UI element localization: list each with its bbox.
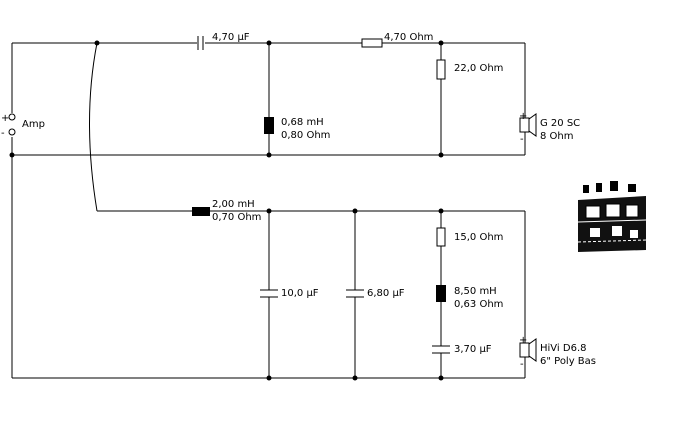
speaker-cabinet-thumbnail bbox=[577, 181, 647, 252]
woofer-minus-sign: - bbox=[520, 359, 524, 370]
tweeter-driver: + - G 20 SC 8 Ohm bbox=[519, 111, 580, 145]
resistor-22ohm-label: 22,0 Ohm bbox=[454, 63, 503, 74]
tweeter-plus-sign: + bbox=[519, 111, 527, 122]
woofer-speaker-icon bbox=[528, 338, 537, 362]
junction-dots bbox=[9, 40, 444, 381]
resistor-4-70ohm bbox=[361, 38, 383, 48]
junction-dot bbox=[266, 40, 272, 46]
junction-dot bbox=[94, 40, 100, 46]
junction-dot bbox=[266, 152, 272, 158]
inductor-8-50mH-value: 8,50 mH bbox=[454, 286, 497, 297]
capacitor-3-70uF-label: 3,70 µF bbox=[454, 344, 492, 355]
inductor-0-68mH-value: 0,68 mH bbox=[281, 117, 324, 128]
tweeter-speaker-icon bbox=[528, 113, 537, 137]
amp-input-terminals: + - Amp bbox=[1, 113, 45, 139]
capacitor-4-70uF-label: 4,70 µF bbox=[212, 32, 250, 43]
resistor-4-70ohm-label: 4,70 Ohm bbox=[384, 32, 433, 43]
input-terminal-plus bbox=[8, 113, 16, 121]
resistor-22ohm bbox=[436, 59, 446, 80]
amp-label: Amp bbox=[22, 119, 45, 130]
inductor-8-50mH bbox=[436, 285, 446, 302]
junction-dot bbox=[438, 152, 444, 158]
woofer-plus-sign: + bbox=[519, 335, 527, 346]
inductor-8-50mH-resistance: 0,63 Ohm bbox=[454, 299, 503, 310]
junction-dot bbox=[266, 208, 272, 214]
inductor-2-00mH bbox=[192, 207, 210, 216]
tweeter-impedance: 8 Ohm bbox=[540, 131, 574, 142]
capacitor-10uF bbox=[260, 289, 278, 298]
junction-dot bbox=[9, 152, 15, 158]
tweeter-name: G 20 SC bbox=[540, 118, 580, 129]
resistor-15ohm bbox=[436, 227, 446, 247]
capacitor-6-80uF bbox=[346, 289, 364, 298]
junction-dot bbox=[438, 208, 444, 214]
woofer-driver: + - HiVi D6.8 6" Poly Bas bbox=[519, 335, 596, 370]
capacitor-6-80uF-label: 6,80 µF bbox=[367, 288, 405, 299]
junction-dot bbox=[266, 375, 272, 381]
resistor-15ohm-label: 15,0 Ohm bbox=[454, 232, 503, 243]
junction-dot bbox=[438, 40, 444, 46]
input-terminal-minus bbox=[8, 128, 16, 136]
junction-dot bbox=[352, 375, 358, 381]
input-plus-sign: + bbox=[1, 113, 9, 124]
inductor-2-00mH-resistance: 0,70 Ohm bbox=[212, 212, 261, 223]
woofer-name: HiVi D6.8 bbox=[540, 343, 586, 354]
woofer-description: 6" Poly Bas bbox=[540, 356, 596, 367]
junction-dot bbox=[352, 208, 358, 214]
capacitor-4-70uF bbox=[197, 36, 204, 50]
inductor-0-68mH-resistance: 0,80 Ohm bbox=[281, 130, 330, 141]
junction-dot bbox=[438, 375, 444, 381]
inductor-0-68mH bbox=[264, 117, 274, 134]
capacitor-3-70uF bbox=[432, 345, 450, 354]
capacitor-10uF-label: 10,0 µF bbox=[281, 288, 319, 299]
input-minus-sign: - bbox=[1, 128, 5, 139]
inductor-2-00mH-value: 2,00 mH bbox=[212, 199, 255, 210]
tweeter-minus-sign: - bbox=[520, 134, 524, 145]
